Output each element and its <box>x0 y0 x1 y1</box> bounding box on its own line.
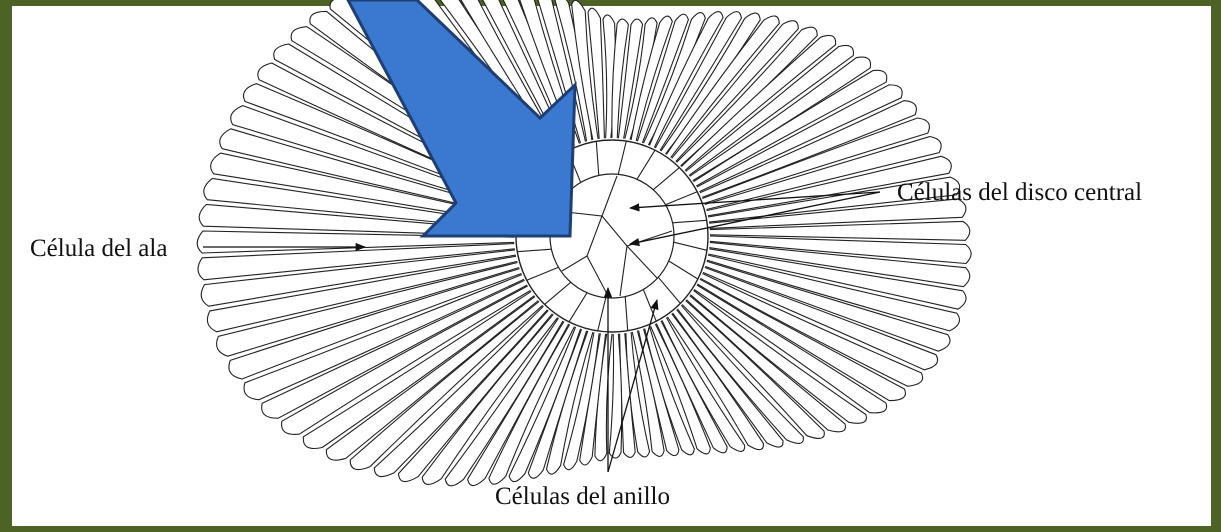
wing-cell <box>609 334 621 458</box>
label-wing-cell: Célula del ala <box>30 235 167 262</box>
label-ring-cells: Células del anillo <box>495 483 670 510</box>
label-central-disc-cells: Células del disco central <box>897 179 1142 206</box>
